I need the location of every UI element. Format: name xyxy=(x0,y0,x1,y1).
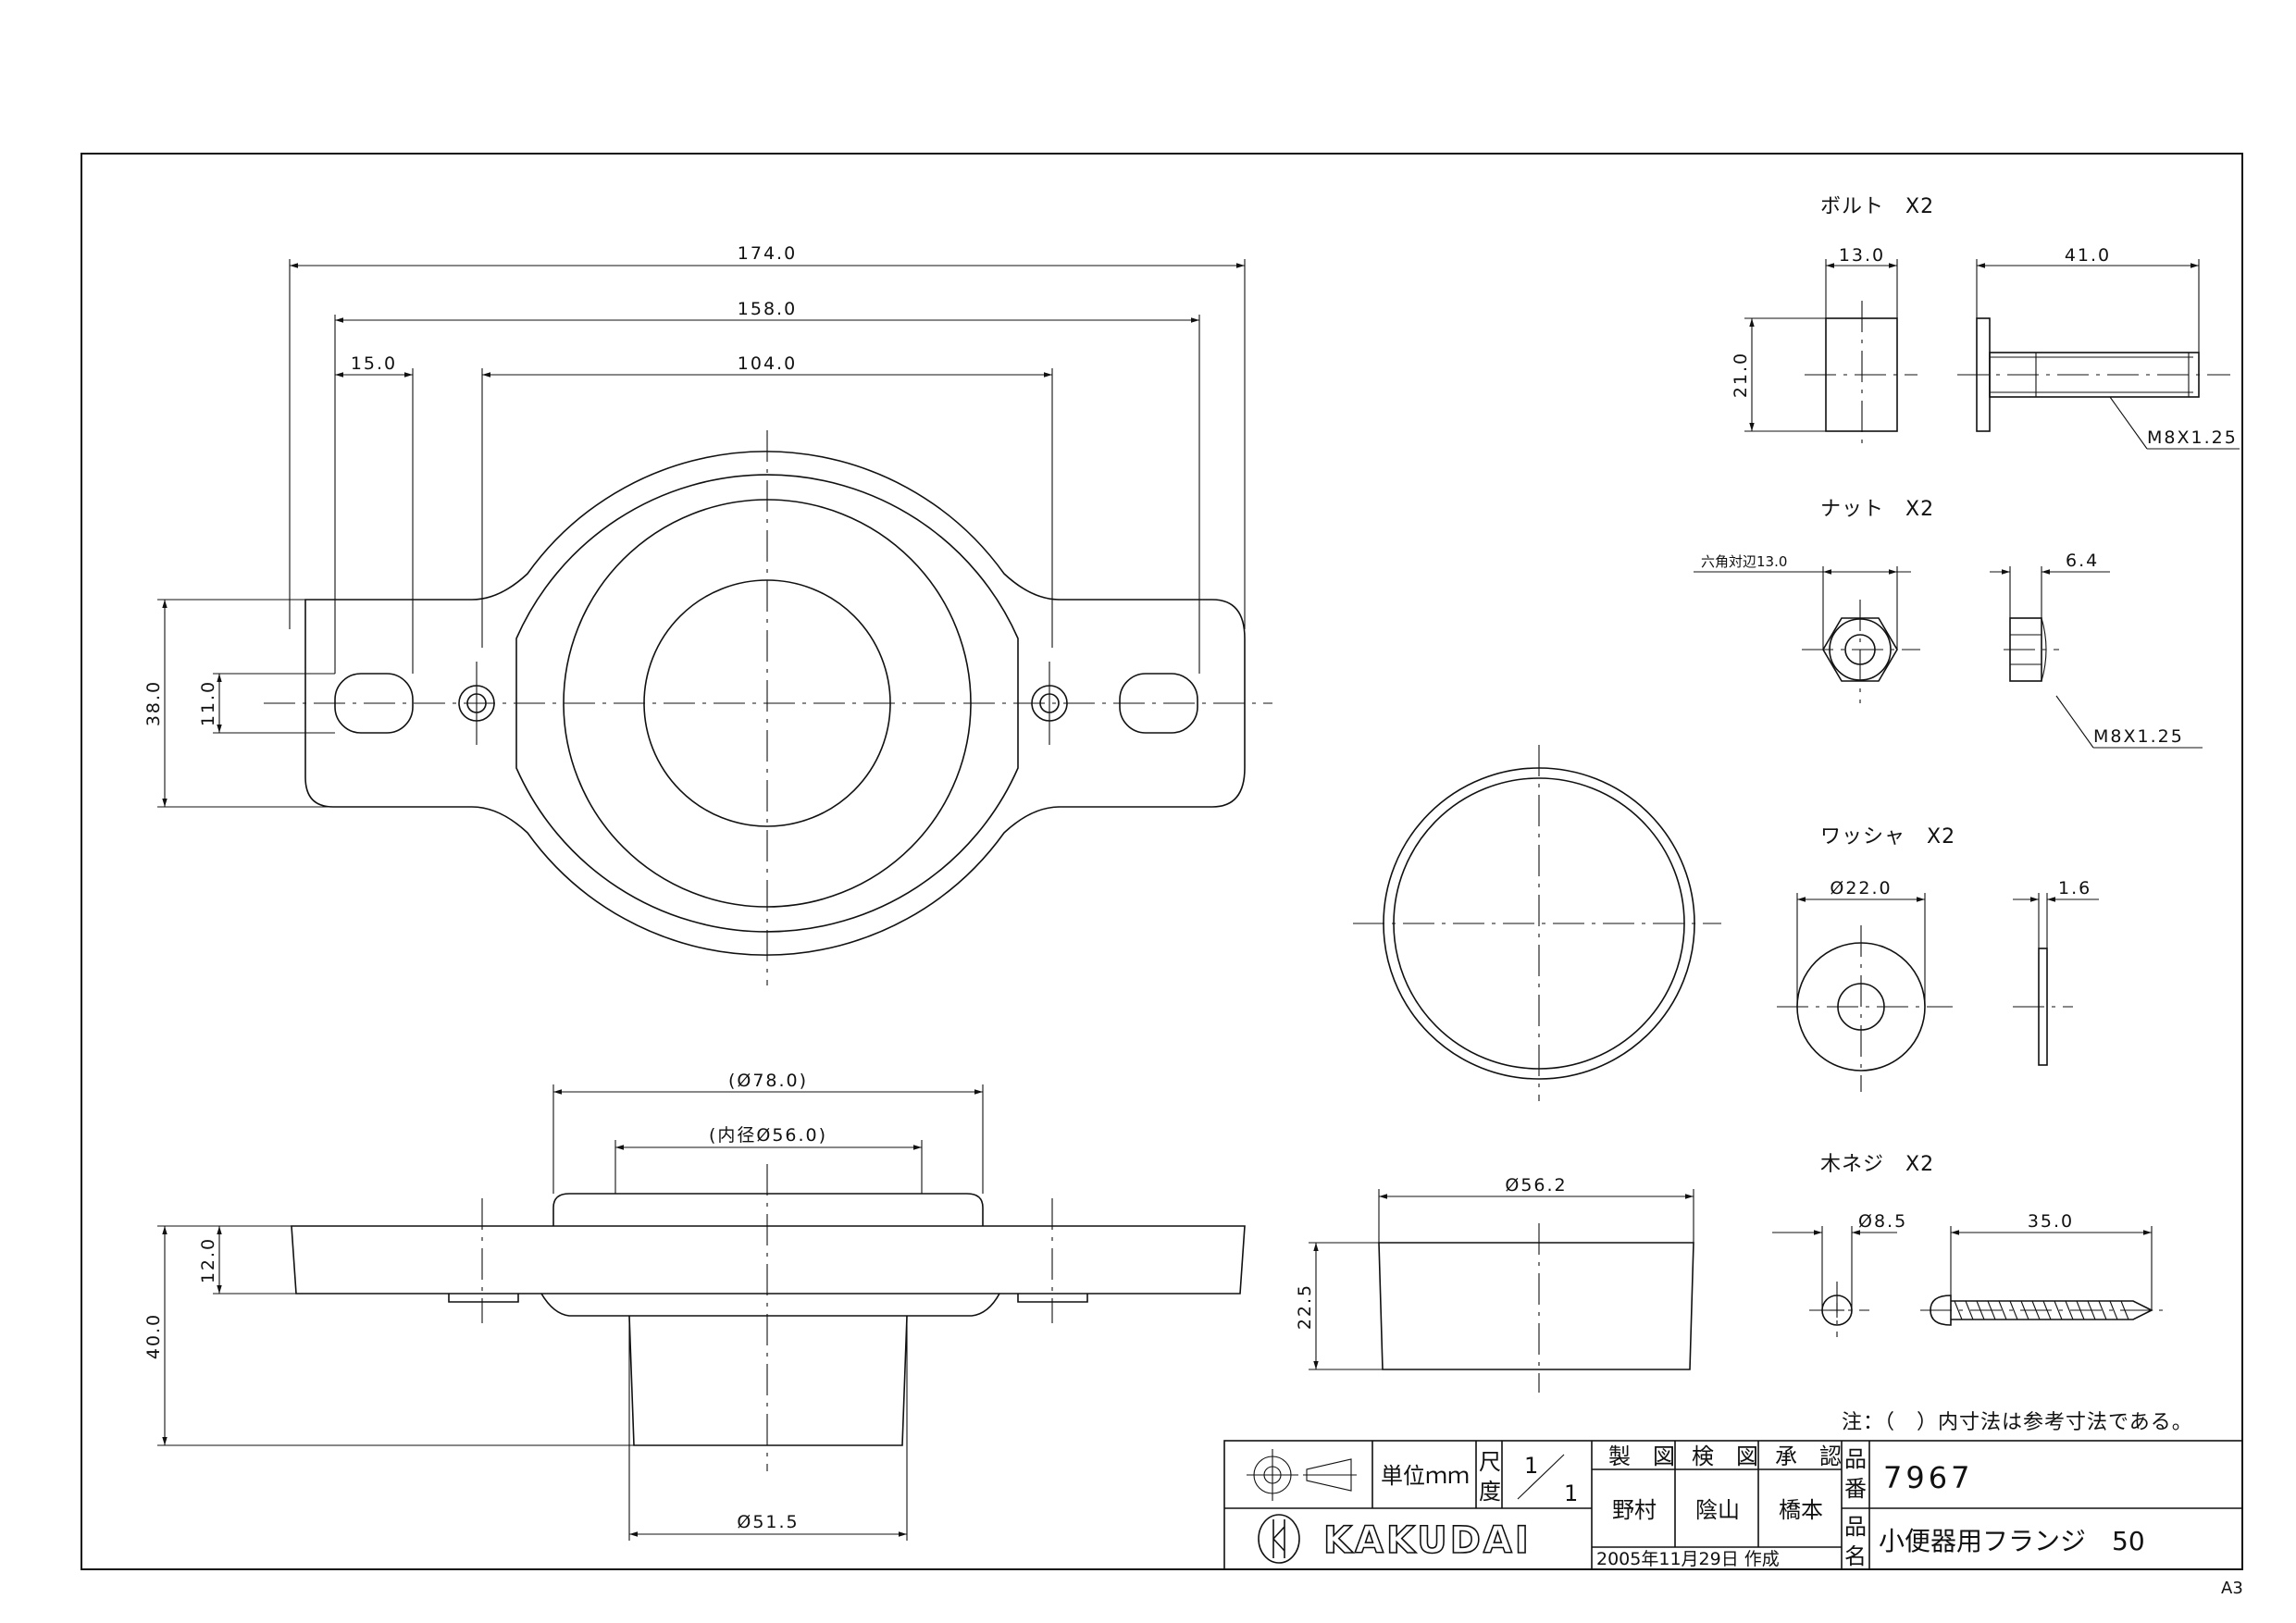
bolt-dim-13: 13.0 xyxy=(1839,245,1885,266)
kakudai-logo: KAKUDAI xyxy=(1258,1514,1532,1564)
sheet-size: A3 xyxy=(2221,1579,2243,1598)
screw-dim-35: 35.0 xyxy=(2028,1211,2074,1232)
projection-symbol-icon xyxy=(1247,1449,1357,1501)
washer-title: ワッシャ X2 xyxy=(1820,825,1955,849)
name-checked: 陰山 xyxy=(1695,1497,1740,1523)
dim-15: 15.0 xyxy=(351,353,397,374)
dim-174: 174.0 xyxy=(738,243,797,264)
bolt-dim-41: 41.0 xyxy=(2065,245,2111,266)
dim-104: 104.0 xyxy=(738,353,797,374)
cap-side-view: Ø56.2 22.5 xyxy=(1295,1175,1694,1393)
part-name: 小便器用フランジ 50 xyxy=(1879,1526,2145,1556)
dim-40: 40.0 xyxy=(143,1313,164,1359)
screw-detail: 木ネジ X2 Ø8.5 35.0 xyxy=(1772,1153,2166,1337)
nut-dim-6-4: 6.4 xyxy=(2066,551,2099,571)
dim-78: (Ø78.0) xyxy=(728,1071,808,1091)
washer-dim-1-6: 1.6 xyxy=(2058,878,2091,898)
name-approved: 橋本 xyxy=(1779,1497,1823,1523)
name-drawn: 野村 xyxy=(1612,1497,1657,1523)
part-no-label-2: 番 xyxy=(1844,1476,1867,1502)
scale-numerator: 1 xyxy=(1524,1453,1538,1479)
role-checked: 検 図 xyxy=(1692,1443,1758,1469)
drawing-frame xyxy=(81,153,2243,1570)
dim-56-2: Ø56.2 xyxy=(1505,1175,1567,1196)
scale-label-2: 度 xyxy=(1479,1479,1501,1505)
nut-dim-across: 六角対辺13.0 xyxy=(1701,553,1787,570)
bolt-dim-thread: M8X1.25 xyxy=(2147,427,2238,448)
drawing-date: 2005年11月29日 作成 xyxy=(1596,1549,1780,1569)
dim-38: 38.0 xyxy=(143,680,164,726)
dim-11: 11.0 xyxy=(198,680,218,726)
dim-22-5: 22.5 xyxy=(1295,1283,1315,1330)
unit-label: 単位ｍｍ xyxy=(1381,1463,1470,1489)
washer-detail: ワッシャ X2 Ø22.0 1.6 xyxy=(1777,825,2099,1092)
screw-title: 木ネジ X2 xyxy=(1820,1153,1934,1176)
screw-dim-8-5: Ø8.5 xyxy=(1858,1211,1907,1232)
reference-note: 注：（ ）内寸法は参考寸法である。 xyxy=(1842,1411,2193,1434)
nut-title: ナット X2 xyxy=(1820,498,1934,521)
dim-158: 158.0 xyxy=(738,299,797,319)
scale-denominator: 1 xyxy=(1564,1481,1578,1506)
flange-side-view: (Ø78.0) (内径Ø56.0) Ø51.5 12.0 40.0 xyxy=(143,1071,1246,1541)
title-block: 単位ｍｍ 尺 度 1 1 製 図 検 図 承 認 野村 陰山 橋本 2005年1… xyxy=(1223,1440,2243,1570)
dim-51-5: Ø51.5 xyxy=(737,1512,799,1532)
scale-label-1: 尺 xyxy=(1479,1449,1501,1475)
part-number: 7967 xyxy=(1883,1460,1973,1495)
washer-dim-22: Ø22.0 xyxy=(1830,878,1892,898)
role-drawn: 製 図 xyxy=(1608,1443,1675,1469)
nut-detail: ナット X2 六角対辺13.0 6.4 M8X1.25 xyxy=(1694,498,2203,749)
part-name-label-1: 品 xyxy=(1844,1514,1867,1540)
part-name-label-2: 名 xyxy=(1844,1543,1867,1569)
role-approved: 承 認 xyxy=(1775,1443,1842,1469)
bolt-dim-21: 21.0 xyxy=(1731,352,1751,398)
cap-top-view xyxy=(1353,745,1721,1101)
bolt-title: ボルト X2 xyxy=(1820,195,1934,218)
dim-12: 12.0 xyxy=(198,1237,218,1283)
dim-56-inner: (内径Ø56.0) xyxy=(709,1125,827,1146)
part-no-label-1: 品 xyxy=(1844,1446,1867,1472)
brand-name: KAKUDAI xyxy=(1323,1519,1532,1562)
bolt-detail: ボルト X2 13.0 21.0 41.0 M8X1.25 xyxy=(1731,195,2240,450)
flange-top-view: 174.0 158.0 104.0 15.0 38.0 11.0 xyxy=(143,243,1272,985)
nut-dim-thread: M8X1.25 xyxy=(2093,726,2184,747)
